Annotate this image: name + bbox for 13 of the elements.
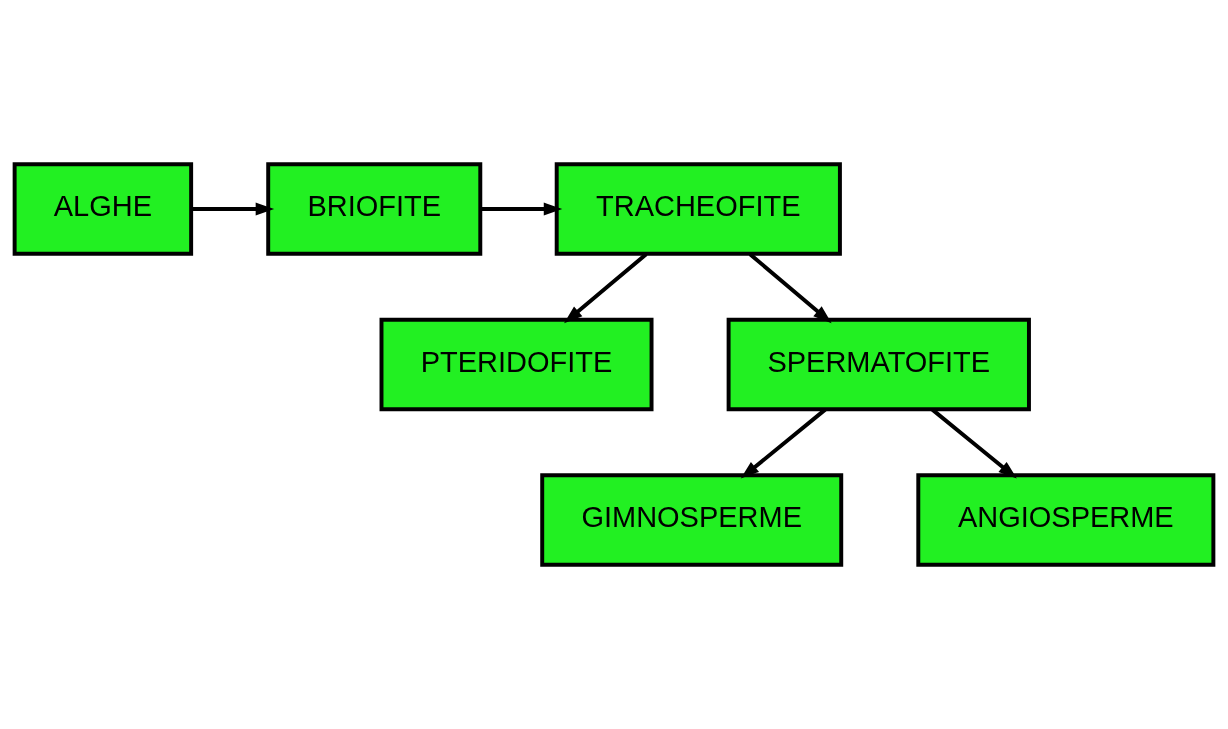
arrow [748,252,832,324]
node-box: SPERMATOFITE [726,317,1031,412]
arrow [191,202,275,216]
arrow [931,408,1017,479]
node-box: ALGHE [12,162,194,256]
arrow [480,202,563,216]
node-box: GIMNOSPERME [540,473,844,567]
arrow [564,252,648,324]
node-box: ANGIOSPERME [916,473,1216,567]
arrow [740,408,827,479]
node-box: BRIOFITE [266,162,483,256]
node-box: PTERIDOFITE [379,317,654,412]
node-box: TRACHEOFITE [554,162,842,256]
